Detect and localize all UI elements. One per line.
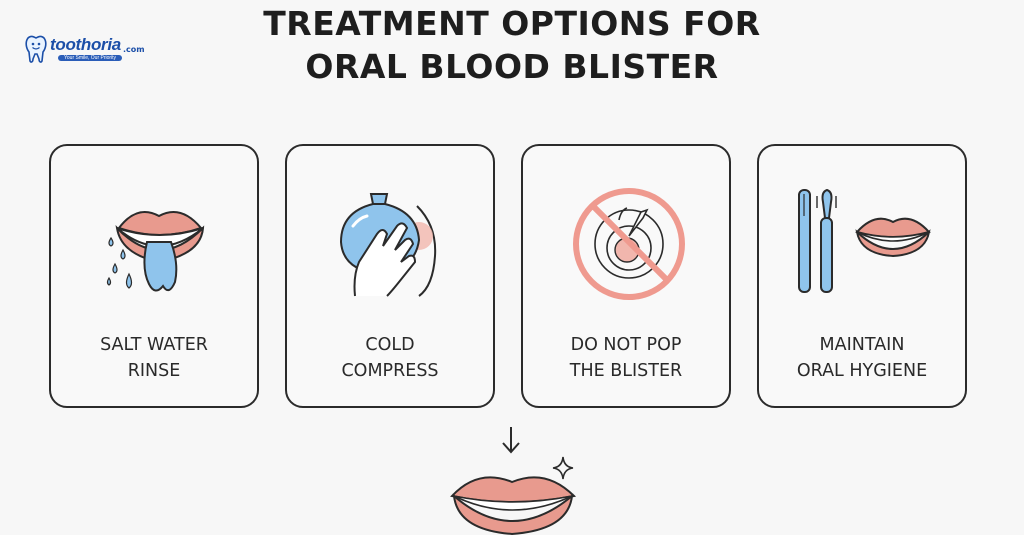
card-salt-water-rinse[interactable]: SALT WATER RINSE bbox=[49, 144, 259, 408]
card-label-cold-compress: COLD COMPRESS bbox=[287, 332, 493, 384]
card-do-not-pop[interactable]: DO NOT POP THE BLISTER bbox=[521, 144, 731, 408]
brand-domain-suffix: .com bbox=[122, 44, 145, 54]
mouth-rinse-icon bbox=[106, 211, 205, 292]
card-label-do-not-pop: DO NOT POP THE BLISTER bbox=[523, 332, 729, 384]
card-label-oral-hygiene: MAINTAIN ORAL HYGIENE bbox=[759, 332, 965, 384]
brand-name: toothoria bbox=[50, 35, 121, 54]
card-label-line-2: THE BLISTER bbox=[569, 361, 683, 381]
treatment-cards: SALT WATER RINSE COLD COMPRESS bbox=[49, 144, 967, 408]
no-pop-icon bbox=[573, 188, 685, 300]
card-oral-hygiene[interactable]: MAINTAIN ORAL HYGIENE bbox=[757, 144, 967, 408]
card-label-line-2: RINSE bbox=[127, 361, 181, 381]
brand-logo[interactable]: toothoria .com Your Smile, Our Priority bbox=[24, 34, 145, 64]
card-label-line-2: ORAL HYGIENE bbox=[796, 361, 928, 381]
sparkle-icon bbox=[552, 456, 574, 480]
smiling-lips-icon bbox=[450, 476, 577, 535]
card-label-line-1: SALT WATER bbox=[100, 335, 208, 355]
toothbrush-icon bbox=[798, 188, 931, 293]
arrow-down-icon bbox=[502, 427, 520, 454]
ice-pack-icon bbox=[339, 193, 437, 297]
brand-tagline: Your Smile, Our Priority bbox=[58, 55, 123, 61]
card-label-line-1: DO NOT POP bbox=[570, 335, 682, 355]
card-label-line-1: MAINTAIN bbox=[819, 335, 905, 355]
card-label-line-2: COMPRESS bbox=[341, 361, 439, 381]
card-label-line-1: COLD bbox=[365, 335, 415, 355]
card-cold-compress[interactable]: COLD COMPRESS bbox=[285, 144, 495, 408]
page-title-line-2: ORAL BLOOD BLISTER bbox=[305, 47, 719, 86]
page-title-line-1: TREATMENT OPTIONS FOR bbox=[263, 4, 761, 43]
card-label-salt-water-rinse: SALT WATER RINSE bbox=[51, 332, 257, 384]
page-title: TREATMENT OPTIONS FOR ORAL BLOOD BLISTER bbox=[0, 2, 1024, 88]
tooth-icon bbox=[25, 35, 47, 63]
